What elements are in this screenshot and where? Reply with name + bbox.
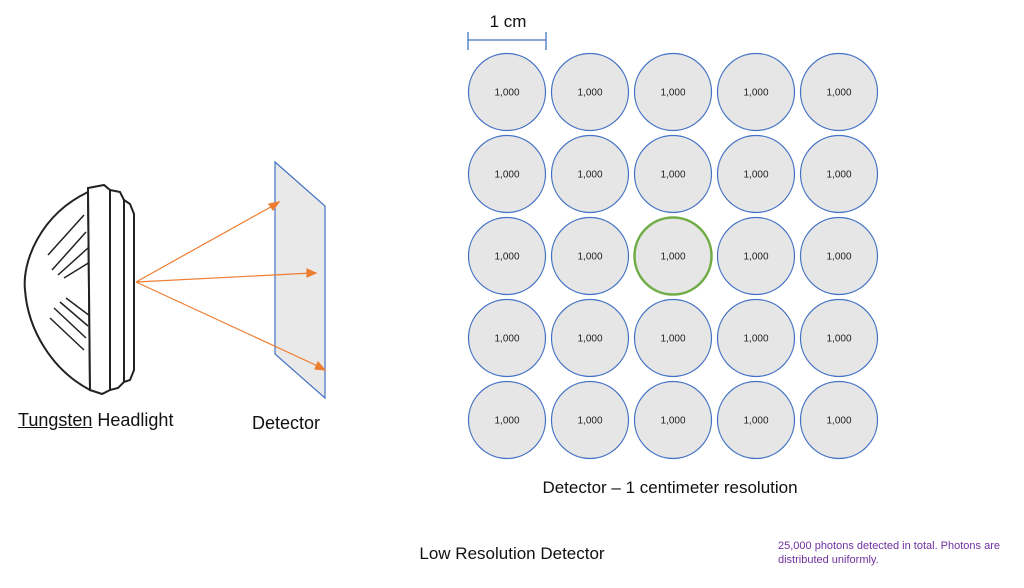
- headlight-label-rest: Headlight: [92, 410, 174, 430]
- light-rays: [135, 201, 327, 371]
- detector-cell-count: 1,000: [826, 416, 851, 427]
- detector-cell: [716, 380, 796, 460]
- detector-cell-count: 1,000: [743, 170, 768, 181]
- detector-cell-count: 1,000: [826, 252, 851, 263]
- detector-grid: 1,000 1,000 1,000 1,000 1,000 1,000 1,000 1,000…: [467, 52, 879, 460]
- detector-cell: [550, 380, 630, 460]
- detector-cell-count: 1,000: [494, 334, 519, 345]
- detector-cell: [799, 380, 879, 460]
- detector-cell: [633, 380, 713, 460]
- ray-middle-arrowhead: [306, 268, 318, 278]
- scale-bar: [467, 32, 547, 50]
- grid-caption: Detector – 1 centimeter resolution: [542, 478, 798, 497]
- detector-cell-count: 1,000: [826, 170, 851, 181]
- detector-cell-count: 1,000: [577, 252, 602, 263]
- detector-cell-count: 1,000: [494, 88, 519, 99]
- detector-cell: [633, 298, 713, 378]
- ray-middle: [135, 272, 313, 283]
- detector-cell: [550, 298, 630, 378]
- detector-cell-count: 1,000: [826, 334, 851, 345]
- scale-bar-label: 1 cm: [489, 12, 527, 31]
- headlight-illustration: [23, 183, 135, 396]
- detector-cell-count: 1,000: [743, 334, 768, 345]
- detector-cell-count: 1,000: [660, 170, 685, 181]
- detector-cell: [633, 134, 713, 214]
- detector-cell-count: 1,000: [577, 170, 602, 181]
- headlight-label: Tungsten Headlight: [18, 410, 173, 431]
- detector-cell-count: 1,000: [577, 416, 602, 427]
- detector-cell-count: 1,000: [577, 88, 602, 99]
- detector-cell-count: 1,000: [743, 88, 768, 99]
- detector-cell-count: 1,000: [660, 416, 685, 427]
- detector-cell: [550, 134, 630, 214]
- detector-cell: [799, 134, 879, 214]
- detector-cell-count: 1,000: [577, 334, 602, 345]
- headlight-label-type: Tungsten: [18, 410, 93, 430]
- detector-cell-count: 1,000: [494, 170, 519, 181]
- detector-cell: [716, 52, 796, 132]
- detector-plate: [274, 160, 326, 400]
- detector-cell: [716, 134, 796, 214]
- ray-upper-arrowhead: [268, 201, 281, 212]
- detector-cell-highlighted: [633, 216, 713, 296]
- detector-cell-count: 1,000: [826, 88, 851, 99]
- detector-cell: [467, 134, 547, 214]
- detector-label: Detector: [252, 413, 321, 433]
- detector-cell: [799, 52, 879, 132]
- ray-lower: [135, 281, 323, 369]
- detector-cell: [467, 216, 547, 296]
- detector-cell: [799, 216, 879, 296]
- detector-cell-count: 1,000: [743, 252, 768, 263]
- detector-cell: [467, 52, 547, 132]
- detector-cell-count: 1,000: [660, 252, 685, 263]
- detector-cell-count: 1,000: [660, 334, 685, 345]
- detector-cell: [716, 216, 796, 296]
- detector-cell-count: 1,000: [494, 252, 519, 263]
- ray-lower-arrowhead: [314, 360, 327, 371]
- detector-cell: [716, 298, 796, 378]
- detector-cell-count: 1,000: [743, 416, 768, 427]
- photon-note: 25,000 photons detected in total. Photon…: [778, 540, 1000, 566]
- detector-cell: [550, 216, 630, 296]
- detector-cell-count: 1,000: [494, 416, 519, 427]
- diagram-title: Low Resolution Detector: [419, 544, 605, 563]
- detector-cell: [467, 380, 547, 460]
- ray-upper: [135, 203, 277, 283]
- detector-cell: [467, 298, 547, 378]
- detector-cell-count: 1,000: [660, 88, 685, 99]
- detector-cell: [633, 52, 713, 132]
- detector-cell: [550, 52, 630, 132]
- detector-cell: [799, 298, 879, 378]
